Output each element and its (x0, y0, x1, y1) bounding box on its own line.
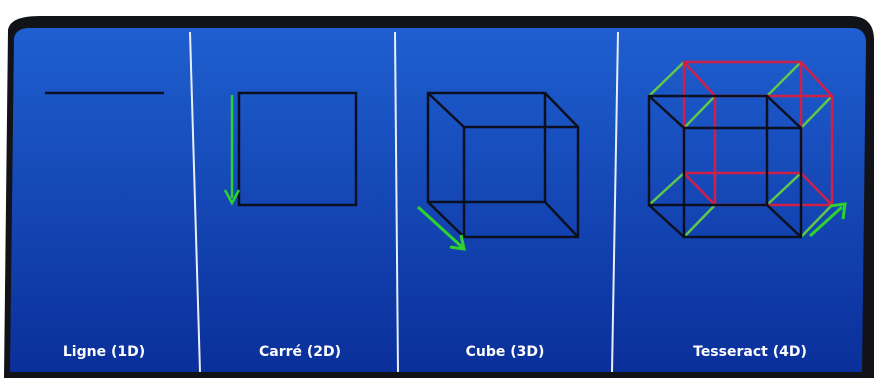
panel-board (10, 28, 866, 372)
arrow-square-icon (223, 95, 241, 206)
label-square-2d: Carré (2D) (258, 344, 342, 360)
label-cube-3d: Cube (3D) (465, 344, 545, 360)
arrow-tesseract-icon (808, 202, 847, 238)
label-tesseract-4d: Tesseract (4D) (693, 344, 807, 360)
divider-2 (394, 31, 399, 373)
arrow-cube-icon (416, 205, 466, 251)
square-2d-icon (237, 91, 358, 207)
tesseract-4d-icon (647, 60, 834, 239)
divider-3 (611, 31, 619, 373)
divider-1 (189, 31, 201, 373)
label-line-1d: Ligne (1D) (62, 344, 146, 360)
cube-3d-icon (426, 91, 580, 239)
